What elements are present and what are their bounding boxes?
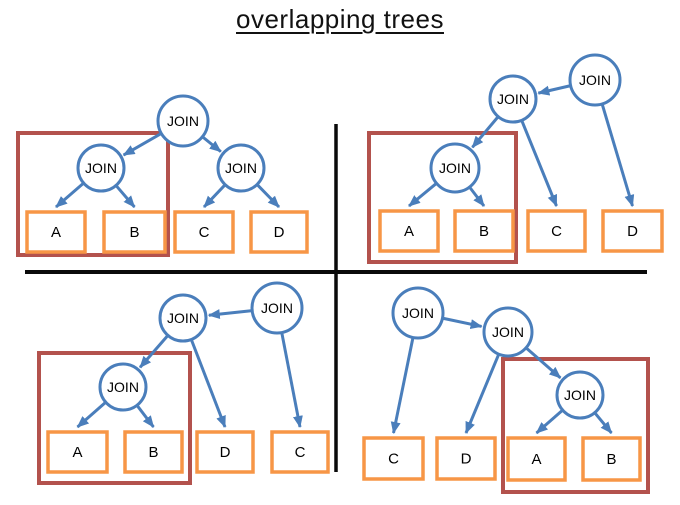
highlight-rect <box>367 131 518 264</box>
edge-arrow-root-to-C <box>280 333 303 428</box>
leaf-box-label: D <box>461 451 472 468</box>
join-node <box>216 143 266 193</box>
edge-arrow-join-ab-to-A <box>535 409 563 435</box>
quadrant-bottom-right: JOIN JOIN JOIN C D A B <box>362 286 650 494</box>
join-node-label: JOIN <box>402 305 434 321</box>
edge-arrow-join-ab-to-B <box>594 412 613 434</box>
join-node-label: JOIN <box>107 379 139 395</box>
leaf-box-label: B <box>606 451 616 468</box>
edge-arrow-join-ab-to-A <box>55 182 84 209</box>
edge-arrow-join-ab-to-B <box>468 186 486 207</box>
edge-arrow-join-mid-to-D <box>464 354 500 434</box>
join-node <box>76 143 126 193</box>
leaf-box-label: D <box>627 223 638 240</box>
leaf-box <box>102 210 167 254</box>
join-node <box>98 362 148 412</box>
join-node <box>156 94 210 148</box>
edge-arrow-root-to-C <box>390 338 415 434</box>
highlight-rect <box>16 131 170 257</box>
leaf-box-label: C <box>551 223 562 240</box>
join-node-label: JOIN <box>167 113 199 129</box>
quadrant-top-right: JOIN JOIN JOIN A B C D <box>367 53 664 264</box>
edge-arrow-join-mid-to-join-ab <box>138 335 169 369</box>
leaf-box <box>362 436 425 481</box>
leaf-box <box>123 430 184 474</box>
join-node-label: JOIN <box>564 387 596 403</box>
join-node-label: JOIN <box>225 160 257 176</box>
leaf-box-label: B <box>479 223 489 240</box>
leaf-box <box>601 209 664 253</box>
leaf-box <box>435 436 497 481</box>
leaf-box <box>173 210 235 254</box>
edge-arrow-root-to-join-cd <box>202 136 222 153</box>
join-node-label: JOIN <box>85 160 117 176</box>
edge-arrow-root-to-D <box>600 104 635 207</box>
edge-arrow-join-ab-to-A <box>408 182 437 208</box>
join-node <box>391 286 445 340</box>
edge-arrow-root-to-join-mid <box>443 316 483 330</box>
join-node-label: JOIN <box>439 160 471 176</box>
leaf-box-label: B <box>148 444 158 461</box>
join-node <box>158 293 208 343</box>
join-node <box>482 306 534 358</box>
join-node <box>488 74 538 124</box>
leaf-box <box>506 436 567 482</box>
leaf-box <box>378 209 440 253</box>
edge-arrow-join-mid-to-join-ab <box>525 347 562 380</box>
leaf-box <box>453 209 515 253</box>
edge-arrow-join-mid-to-D <box>190 339 227 428</box>
quadrant-top-left: JOIN JOIN JOIN A B C D <box>16 94 309 257</box>
edge-arrow-join-mid-to-join-ab <box>471 116 499 149</box>
leaf-box <box>195 430 255 474</box>
edge-arrow-root-to-join-mid <box>537 84 571 96</box>
edge-arrow-root-to-join-mid <box>207 309 252 320</box>
leaf-box <box>249 210 309 254</box>
edge-arrow-join-ab-to-A <box>76 401 106 429</box>
leaf-box-label: B <box>129 224 139 241</box>
quadrant-bottom-left: JOIN JOIN JOIN A B D C <box>37 281 330 485</box>
leaf-box-label: A <box>72 444 82 461</box>
edge-arrow-join-cd-to-D <box>256 184 281 209</box>
leaf-box <box>581 436 642 482</box>
join-node-label: JOIN <box>579 72 611 88</box>
leaf-box-label: C <box>388 451 399 468</box>
highlight-rect <box>501 357 650 494</box>
leaf-box-label: A <box>404 223 414 240</box>
leaf-box-label: D <box>274 224 285 241</box>
join-node-label: JOIN <box>492 324 524 340</box>
join-node-label: JOIN <box>167 310 199 326</box>
leaf-box <box>526 209 587 253</box>
edge-arrow-root-to-join-ab <box>122 132 162 157</box>
edge-arrow-join-ab-to-B <box>136 405 155 428</box>
edge-arrow-join-mid-to-C <box>520 120 558 207</box>
leaf-box-label: C <box>295 444 306 461</box>
join-node <box>250 281 304 335</box>
join-node <box>429 142 481 194</box>
page-title: overlapping trees <box>236 4 444 34</box>
leaf-box <box>25 210 87 254</box>
join-node <box>555 370 605 420</box>
edge-arrow-join-ab-to-B <box>115 185 136 208</box>
join-node <box>568 53 622 107</box>
leaf-box-label: C <box>199 224 210 241</box>
leaf-box-label: A <box>531 451 541 468</box>
join-node-label: JOIN <box>261 300 293 316</box>
join-node-label: JOIN <box>497 91 529 107</box>
edge-arrow-join-cd-to-C <box>202 184 226 209</box>
highlight-rect <box>37 351 192 485</box>
leaf-box <box>270 430 330 474</box>
leaf-box-label: D <box>220 444 231 461</box>
leaf-box <box>46 430 109 474</box>
leaf-box-label: A <box>51 224 61 241</box>
